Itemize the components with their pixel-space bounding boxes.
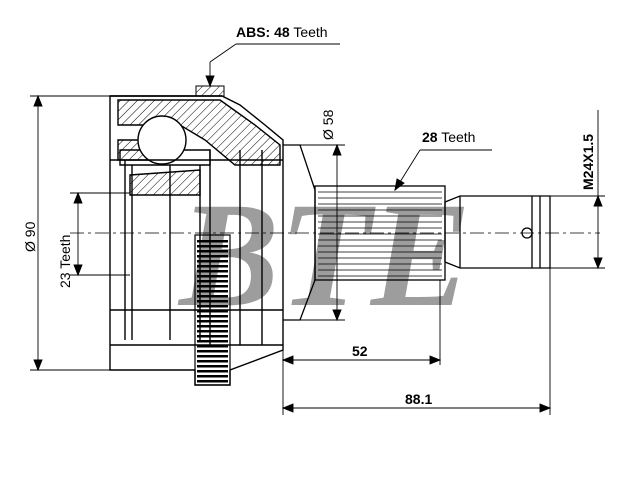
outer-teeth-suffix: Teeth <box>441 129 476 145</box>
abs-count: 48 <box>274 24 290 40</box>
abs-callout-tooth <box>195 85 225 97</box>
outer-teeth-count: 28 <box>422 129 438 145</box>
abs-prefix: ABS: <box>236 24 271 40</box>
spline-length-label: 52 <box>352 343 368 359</box>
dimension-lines <box>30 43 605 415</box>
seal-diameter-label: Ø 58 <box>320 109 336 140</box>
abs-label: ABS: 48 Teeth <box>236 24 328 40</box>
total-length-label: 88.1 <box>405 391 433 407</box>
outer-diameter-label: Ø 90 <box>22 221 38 252</box>
inner-teeth-label: 23 Teeth <box>57 234 73 288</box>
spline-teeth-lines <box>318 191 442 277</box>
outer-teeth-label: 28 Teeth <box>422 129 475 145</box>
abs-tooth-ring <box>194 234 231 386</box>
thread-label: M24X1.5 <box>580 133 596 190</box>
abs-suffix: Teeth <box>293 24 328 40</box>
